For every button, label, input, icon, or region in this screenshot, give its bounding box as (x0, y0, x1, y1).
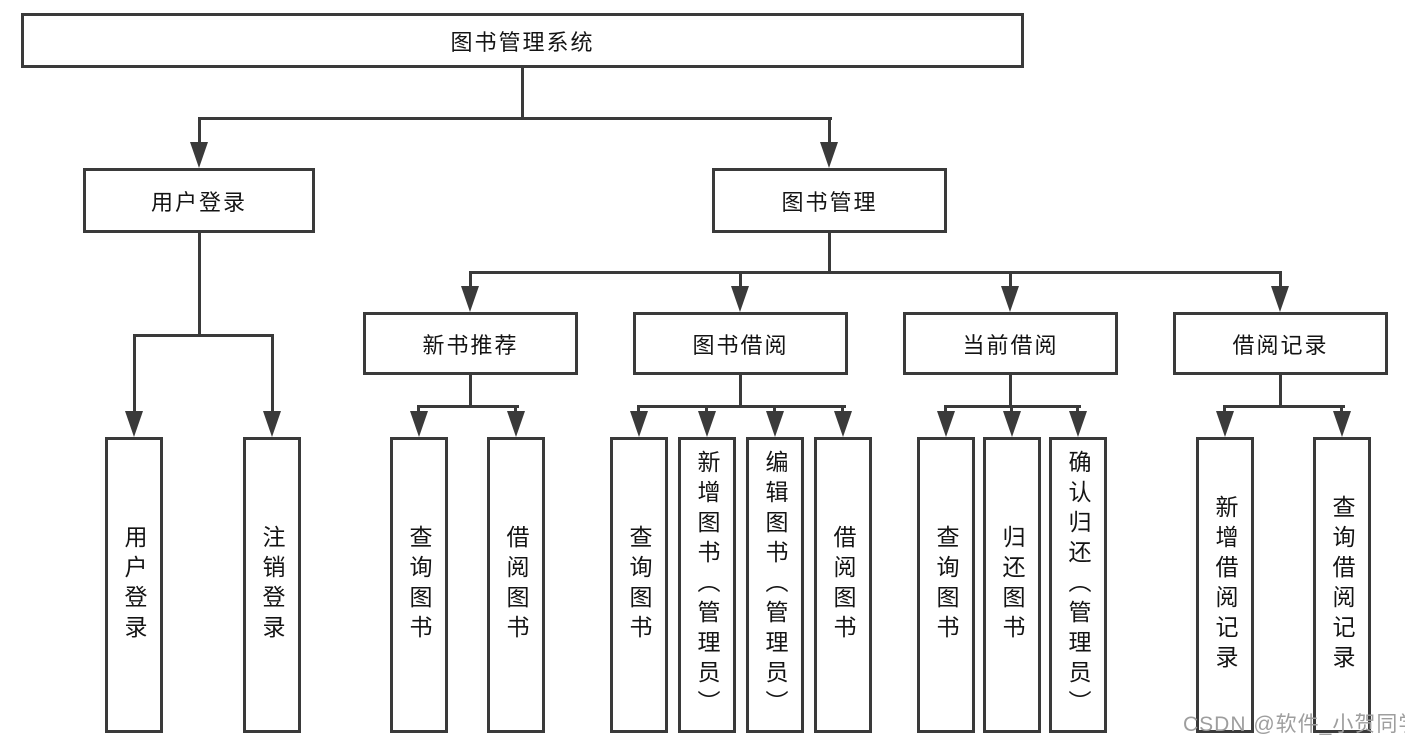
connector-line (1340, 405, 1343, 415)
arrow-down-icon (731, 286, 749, 312)
leaf-confirm-return-admin-label: 确认归还（管理员） (1065, 450, 1091, 720)
connector-line (469, 271, 472, 289)
leaf-query-books-current-label: 查询图书 (933, 525, 959, 645)
node-new-book-recommend-label: 新书推荐 (422, 332, 519, 358)
connector-line (739, 271, 742, 289)
connector-line (271, 334, 274, 412)
connector-line (1223, 405, 1226, 415)
connector-line (198, 117, 832, 120)
arrow-down-icon (1069, 411, 1087, 437)
leaf-query-books-recommend-label: 查询图书 (406, 525, 432, 645)
node-user-login-label: 用户登录 (150, 189, 247, 215)
connector-line (469, 375, 472, 408)
node-borrow-records-label: 借阅记录 (1232, 332, 1329, 358)
node-new-book-recommend: 新书推荐 (363, 312, 578, 375)
connector-line (705, 405, 708, 415)
leaf-borrow-books-label: 借阅图书 (830, 525, 856, 645)
leaf-borrow-books-recommend-label: 借阅图书 (503, 525, 529, 645)
connector-line (1223, 405, 1345, 408)
arrow-down-icon (263, 411, 281, 437)
connector-line (469, 271, 1282, 274)
arrow-down-icon (630, 411, 648, 437)
arrow-down-icon (190, 142, 208, 168)
arrow-down-icon (461, 286, 479, 312)
connector-line (1279, 375, 1282, 408)
leaf-add-book-admin: 新增图书（管理员） (678, 437, 736, 733)
connector-line (1279, 271, 1282, 289)
arrow-down-icon (507, 411, 525, 437)
connector-line (133, 334, 136, 412)
arrow-down-icon (125, 411, 143, 437)
connector-line (1010, 405, 1013, 415)
connector-line (944, 405, 947, 415)
leaf-query-books-borrow-label: 查询图书 (626, 525, 652, 645)
connector-line (133, 334, 274, 337)
node-book-management-label: 图书管理 (781, 189, 878, 215)
arrow-down-icon (1001, 286, 1019, 312)
node-current-borrow-label: 当前借阅 (962, 332, 1059, 358)
leaf-borrow-books: 借阅图书 (814, 437, 872, 733)
leaf-logout: 注销登录 (243, 437, 301, 733)
leaf-user-login-label: 用户登录 (121, 525, 147, 645)
arrow-down-icon (766, 411, 784, 437)
arrow-down-icon (1333, 411, 1351, 437)
connector-line (637, 405, 640, 415)
node-current-borrow: 当前借阅 (903, 312, 1118, 375)
connector-line (198, 233, 201, 336)
arrow-down-icon (410, 411, 428, 437)
connector-line (514, 405, 517, 415)
connector-line (828, 117, 831, 145)
connector-line (198, 117, 201, 145)
connector-line (773, 405, 776, 415)
connector-line (841, 405, 844, 415)
node-user-login: 用户登录 (83, 168, 315, 233)
arrow-down-icon (834, 411, 852, 437)
connector-line (828, 233, 831, 272)
leaf-query-borrow-record: 查询借阅记录 (1313, 437, 1371, 733)
connector-line (521, 68, 524, 118)
arrow-down-icon (820, 142, 838, 168)
connector-line (417, 405, 519, 408)
arrow-down-icon (1003, 411, 1021, 437)
connector-line (1076, 405, 1079, 415)
leaf-query-books-current: 查询图书 (917, 437, 975, 733)
leaf-edit-book-admin-label: 编辑图书（管理员） (762, 450, 788, 720)
leaf-add-borrow-record-label: 新增借阅记录 (1212, 495, 1238, 675)
arrow-down-icon (698, 411, 716, 437)
leaf-return-book: 归还图书 (983, 437, 1041, 733)
arrow-down-icon (1216, 411, 1234, 437)
leaf-query-books-borrow: 查询图书 (610, 437, 668, 733)
leaf-edit-book-admin: 编辑图书（管理员） (746, 437, 804, 733)
csdn-watermark: CSDN @软件_小贺同学 (1183, 713, 1405, 736)
node-book-borrow: 图书借阅 (633, 312, 848, 375)
connector-line (417, 405, 420, 415)
leaf-add-book-admin-label: 新增图书（管理员） (694, 450, 720, 720)
connector-line (1009, 375, 1012, 408)
connector-line (637, 405, 846, 408)
node-book-management: 图书管理 (712, 168, 947, 233)
leaf-return-book-label: 归还图书 (999, 525, 1025, 645)
leaf-borrow-books-recommend: 借阅图书 (487, 437, 545, 733)
node-root: 图书管理系统 (21, 13, 1024, 68)
node-book-borrow-label: 图书借阅 (692, 332, 789, 358)
leaf-user-login: 用户登录 (105, 437, 163, 733)
leaf-query-borrow-record-label: 查询借阅记录 (1329, 495, 1355, 675)
leaf-confirm-return-admin: 确认归还（管理员） (1049, 437, 1107, 733)
connector-line (739, 375, 742, 408)
node-borrow-records: 借阅记录 (1173, 312, 1388, 375)
leaf-add-borrow-record: 新增借阅记录 (1196, 437, 1254, 733)
leaf-query-books-recommend: 查询图书 (390, 437, 448, 733)
connector-line (1009, 271, 1012, 289)
node-root-label: 图书管理系统 (450, 29, 595, 55)
arrow-down-icon (1271, 286, 1289, 312)
arrow-down-icon (937, 411, 955, 437)
leaf-logout-label: 注销登录 (259, 525, 285, 645)
